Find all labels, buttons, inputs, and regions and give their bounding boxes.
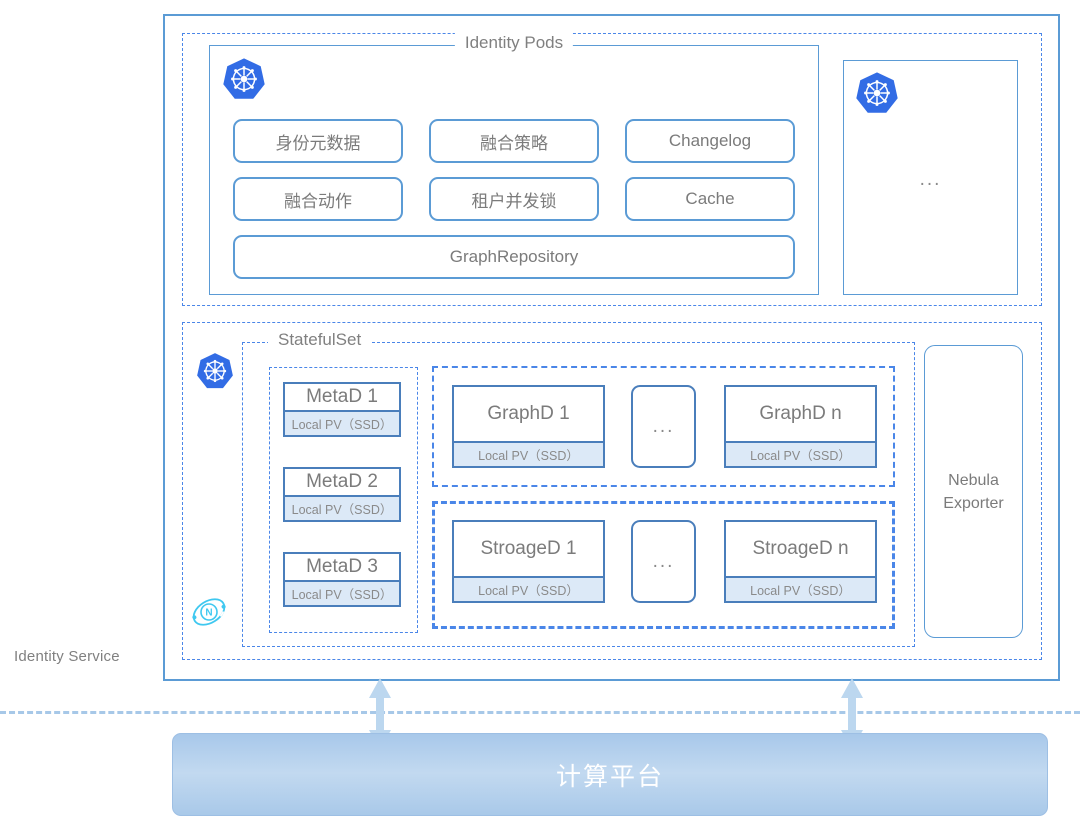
bidirectional-arrow-right: [838, 676, 866, 757]
metad-node-3[interactable]: MetaD 3 Local PV（SSD）: [283, 552, 401, 607]
metad-node-1[interactable]: MetaD 1 Local PV（SSD）: [283, 382, 401, 437]
extra-pod-box: ...: [843, 60, 1018, 295]
svg-text:N: N: [205, 608, 212, 619]
service-box-cache[interactable]: Cache: [625, 177, 795, 221]
identity-pods-box: Identity Pods: [209, 32, 819, 295]
compute-platform-label: 计算平台: [555, 762, 664, 791]
statefulset-dashed-region: [182, 322, 1042, 660]
service-box-changelog[interactable]: Changelog: [625, 119, 795, 163]
service-box-merge-policy[interactable]: 融合策略: [429, 119, 599, 163]
metad-group: [269, 367, 418, 633]
metad-node-2-label: MetaD 2: [306, 471, 378, 492]
identity-pods-dashed-region: [182, 33, 1042, 306]
storaged-node-1-pv: Local PV（SSD）: [454, 576, 603, 601]
compute-platform-box[interactable]: 计算平台: [172, 733, 1048, 816]
bidirectional-arrow-left: [366, 676, 394, 757]
metad-node-3-pv: Local PV（SSD）: [285, 580, 399, 605]
statefulset-title: StatefulSet: [268, 329, 372, 351]
metad-node-2[interactable]: MetaD 2 Local PV（SSD）: [283, 467, 401, 522]
kubernetes-icon: [855, 71, 899, 120]
boundary-divider: [0, 711, 1080, 714]
storaged-node-n-label: StroageD n: [752, 538, 849, 559]
metad-node-2-pv: Local PV（SSD）: [285, 495, 399, 520]
metad-node-1-pv: Local PV（SSD）: [285, 410, 399, 435]
extra-pod-ellipsis: ...: [919, 169, 942, 190]
storaged-node-n-pv: Local PV（SSD）: [726, 576, 875, 601]
nebula-exporter-box[interactable]: Nebula Exporter: [924, 345, 1023, 638]
identity-pods-title: Identity Pods: [454, 32, 574, 54]
service-box-tenant-lock[interactable]: 租户并发锁: [429, 177, 599, 221]
graphd-node-1[interactable]: GraphD 1 Local PV（SSD）: [452, 385, 605, 468]
graphd-node-n-label: GraphD n: [759, 403, 842, 424]
service-box-graph-repository[interactable]: GraphRepository: [233, 235, 795, 279]
storaged-node-n[interactable]: StroageD n Local PV（SSD）: [724, 520, 877, 603]
service-box-merge-action[interactable]: 融合动作: [233, 177, 403, 221]
graphd-node-1-label: GraphD 1: [487, 403, 570, 424]
graphd-ellipsis-box: ...: [631, 385, 696, 468]
statefulset-border: [242, 342, 915, 647]
nebula-graph-icon: N: [189, 592, 229, 637]
storaged-group: [432, 501, 895, 629]
nebula-exporter-label-line1: Nebula: [948, 471, 999, 489]
graphd-node-n-pv: Local PV（SSD）: [726, 441, 875, 466]
storaged-node-1-label: StroageD 1: [480, 538, 577, 559]
kubernetes-icon: [196, 352, 234, 395]
statefulset-box: StatefulSet: [242, 329, 915, 647]
graphd-node-1-pv: Local PV（SSD）: [454, 441, 603, 466]
storaged-ellipsis-box: ...: [631, 520, 696, 603]
service-box-identity-metadata[interactable]: 身份元数据: [233, 119, 403, 163]
identity-service-label: Identity Service: [14, 648, 120, 665]
storaged-node-1[interactable]: StroageD 1 Local PV（SSD）: [452, 520, 605, 603]
graphd-group: [432, 366, 895, 487]
kubernetes-icon: [222, 57, 266, 106]
graphd-node-n[interactable]: GraphD n Local PV（SSD）: [724, 385, 877, 468]
metad-node-3-label: MetaD 3: [306, 556, 378, 577]
nebula-exporter-label-line2: Exporter: [943, 494, 1004, 512]
metad-node-1-label: MetaD 1: [306, 386, 378, 407]
